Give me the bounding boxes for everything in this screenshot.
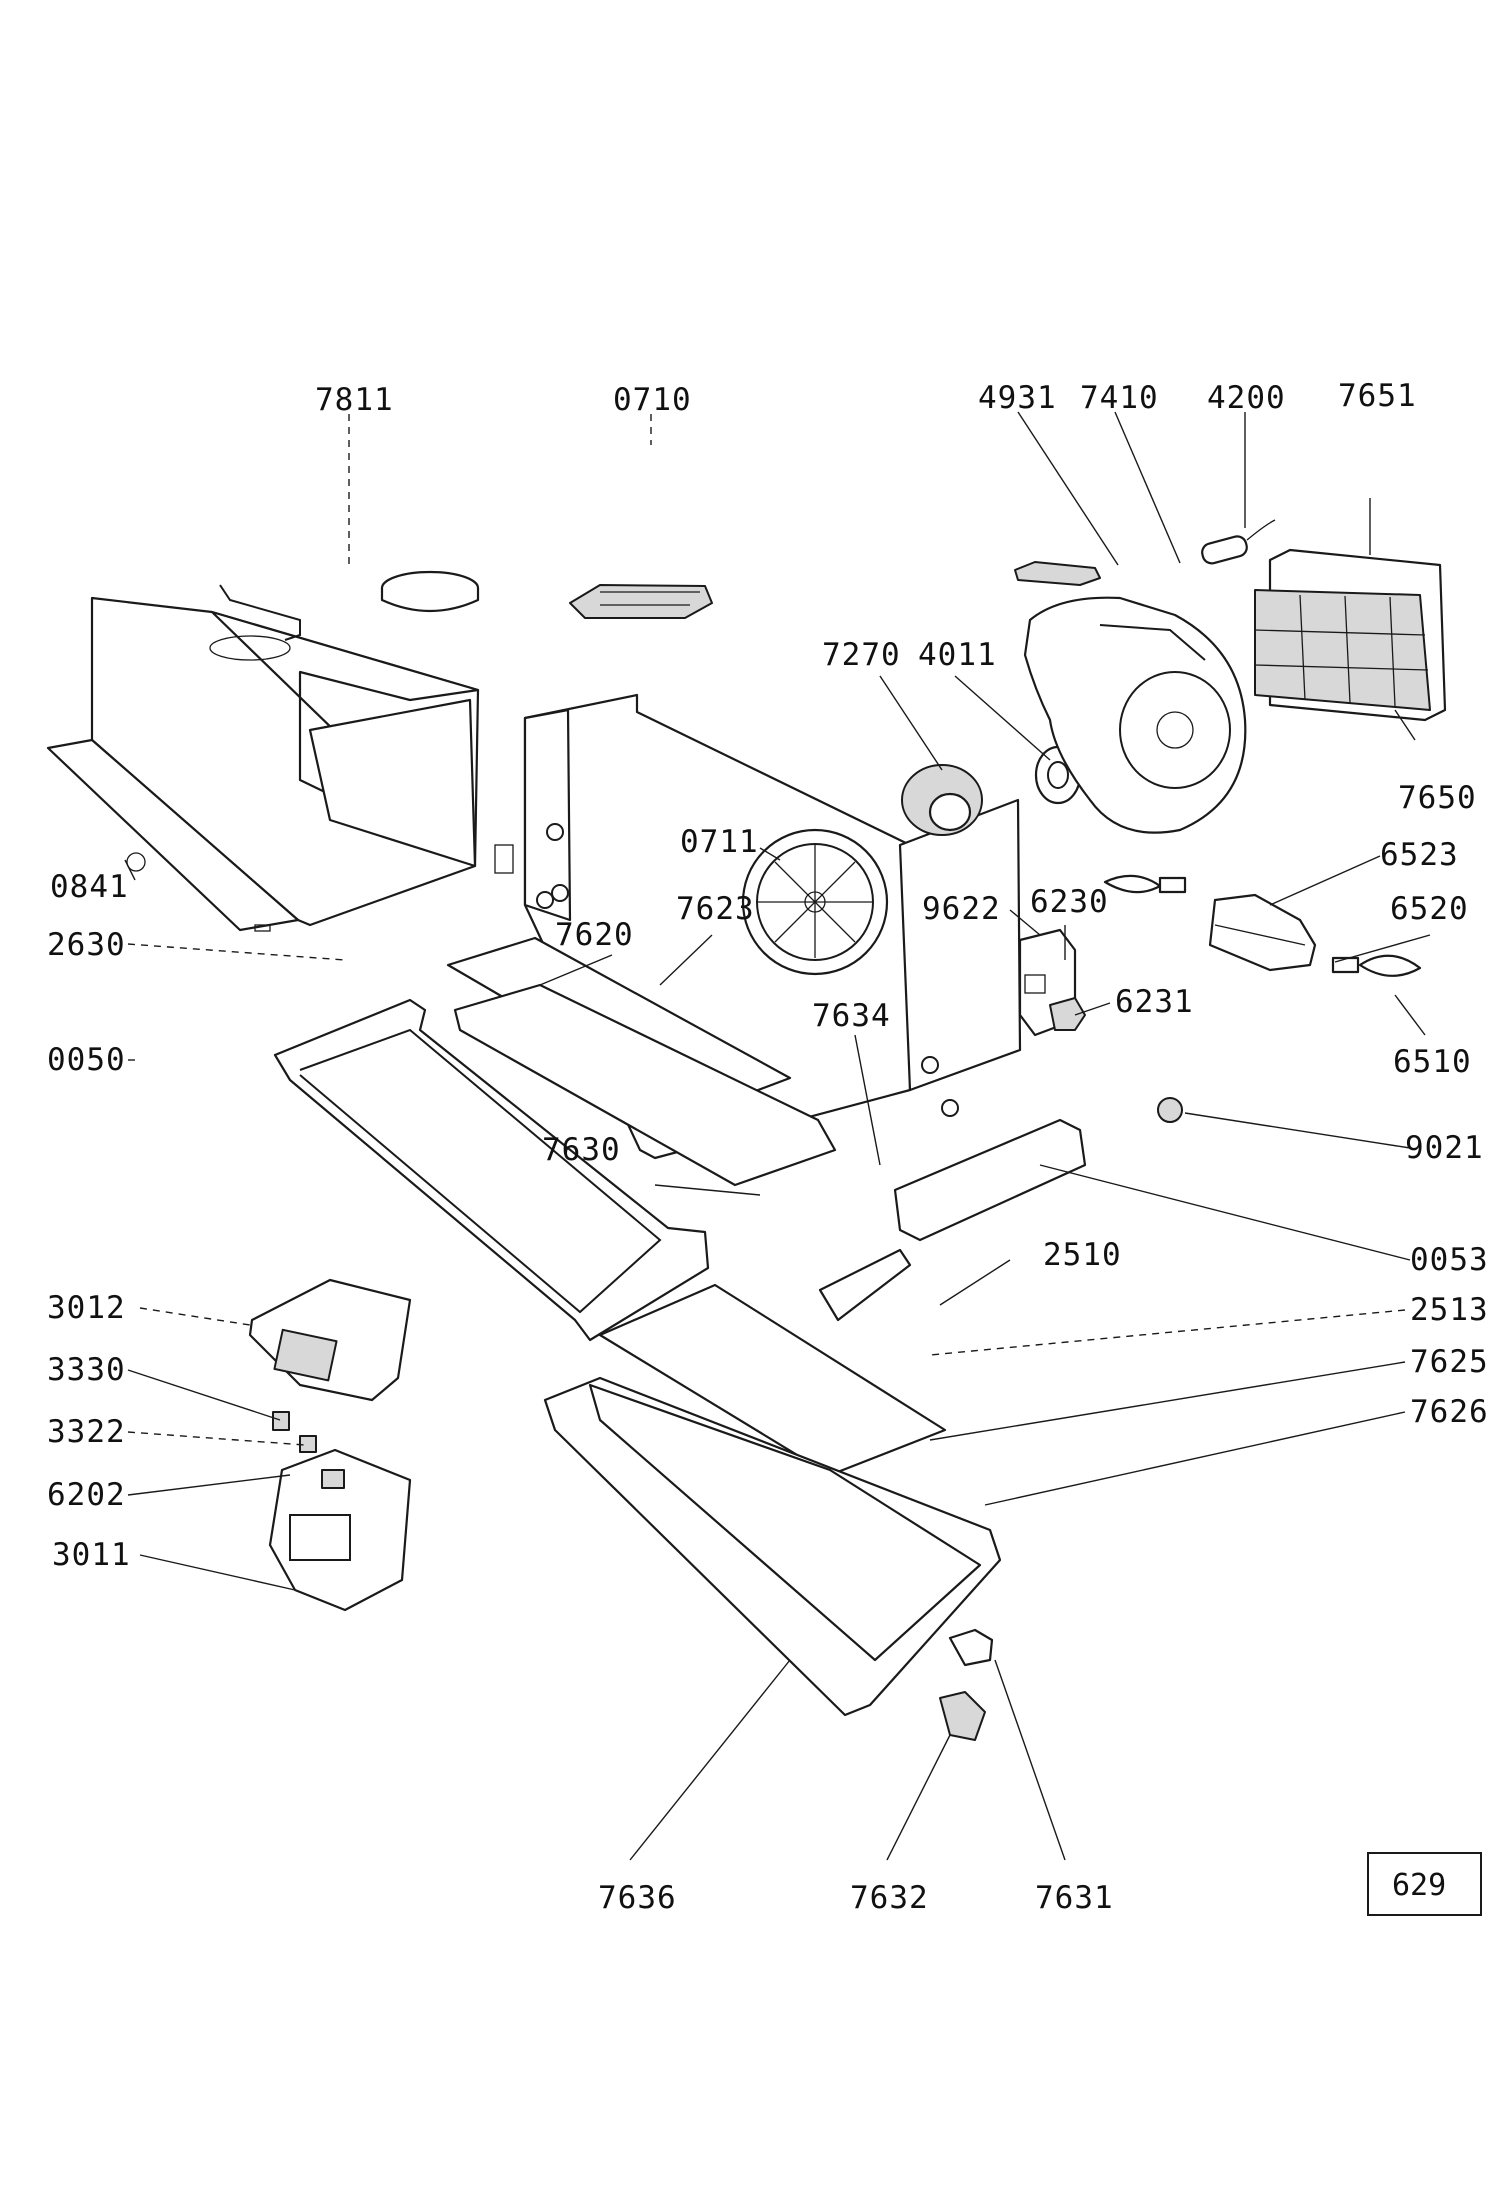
label-3330: 3330 — [47, 1352, 126, 1388]
label-7650: 7650 — [1398, 780, 1477, 816]
blower-housing-part — [1023, 596, 1247, 834]
lower-filter-part — [598, 1283, 947, 1477]
label-0711: 0711 — [680, 824, 759, 860]
label-4011: 4011 — [918, 637, 997, 673]
hood-body-part — [46, 584, 480, 932]
label-6202: 6202 — [47, 1477, 126, 1513]
label-4200: 4200 — [1207, 380, 1286, 416]
label-0050: 0050 — [47, 1042, 126, 1078]
leader-lines — [124, 411, 1431, 1861]
label-4931: 4931 — [978, 380, 1057, 416]
page-number-box: 629 — [1367, 1852, 1482, 1916]
clip-3322-part — [299, 1435, 317, 1453]
label-2510: 2510 — [1043, 1237, 1122, 1273]
page-number: 629 — [1392, 1868, 1446, 1903]
label-7636: 7636 — [598, 1880, 677, 1916]
label-6230: 6230 — [1030, 884, 1109, 920]
bracket-7632-part — [939, 1691, 986, 1741]
label-6520: 6520 — [1390, 891, 1469, 927]
nut-9021-part — [1157, 1097, 1183, 1123]
label-7651: 7651 — [1338, 378, 1417, 414]
part-number-labels: 7811 0710 4931 7410 4200 7651 7270 4011 … — [47, 378, 1489, 1916]
grease-filter-frame-part — [1254, 548, 1447, 722]
bulb-left-part — [1103, 874, 1187, 894]
switch-cover-part — [248, 1278, 412, 1402]
flap-part — [569, 584, 713, 619]
label-3322: 3322 — [47, 1414, 126, 1450]
label-7620: 7620 — [555, 917, 634, 953]
switch-housing-part — [268, 1448, 412, 1612]
label-7630: 7630 — [542, 1132, 621, 1168]
tray-frame-part — [273, 998, 710, 1342]
round-cover-part — [380, 570, 480, 613]
label-2630: 2630 — [47, 927, 126, 963]
label-0053: 0053 — [1410, 1242, 1489, 1278]
lamp-holder-part — [1208, 893, 1317, 972]
fan-grille-part — [741, 828, 889, 976]
label-0710: 0710 — [613, 382, 692, 418]
label-7270: 7270 — [822, 637, 901, 673]
label-7632: 7632 — [850, 1880, 929, 1916]
label-2513: 2513 — [1410, 1292, 1489, 1328]
label-7626: 7626 — [1410, 1394, 1489, 1430]
bracket-4931-part — [1014, 561, 1101, 586]
label-7623: 7623 — [676, 891, 755, 927]
label-7410: 7410 — [1080, 380, 1159, 416]
label-9021: 9021 — [1405, 1130, 1484, 1166]
bulb-right-part — [1331, 954, 1422, 977]
lower-tray-part — [543, 1376, 1002, 1717]
clip-6231-part — [1049, 997, 1086, 1031]
label-7625: 7625 — [1410, 1344, 1489, 1380]
label-3011: 3011 — [52, 1537, 131, 1573]
capacitor-part — [1201, 519, 1276, 565]
top-filter-mesh-part — [446, 936, 837, 1187]
bracket-7631-part — [948, 1628, 994, 1667]
label-6231: 6231 — [1115, 984, 1194, 1020]
label-7634: 7634 — [812, 998, 891, 1034]
label-6523: 6523 — [1380, 837, 1459, 873]
clip-3330-part — [272, 1411, 290, 1431]
label-3012: 3012 — [47, 1290, 126, 1326]
label-7811: 7811 — [315, 382, 394, 418]
label-6510: 6510 — [1393, 1044, 1472, 1080]
rail-part — [818, 1118, 1087, 1322]
label-7631: 7631 — [1035, 1880, 1114, 1916]
label-9622: 9622 — [922, 891, 1001, 927]
label-0841: 0841 — [50, 869, 129, 905]
